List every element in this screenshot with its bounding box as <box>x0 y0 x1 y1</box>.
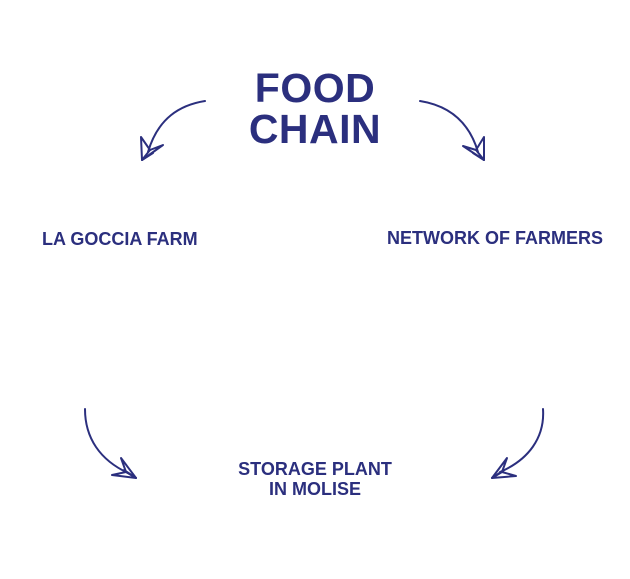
arrow-title-to-left-icon <box>140 100 206 161</box>
title-line-1: FOOD <box>254 65 376 111</box>
arrow-title-to-right-icon <box>419 100 485 161</box>
arrow-left-to-bottom-icon <box>84 408 137 479</box>
node-storage-plant-line-1: STORAGE PLANT <box>238 459 392 479</box>
node-storage-plant-line-2: IN MOLISE <box>268 479 361 499</box>
node-storage-plant: STORAGE PLANT IN MOLISE <box>215 459 415 499</box>
node-network-of-farmers: NETWORK OF FARMERS <box>387 228 603 248</box>
diagram-title: FOOD CHAIN <box>0 68 630 150</box>
node-la-goccia-farm: LA GOCCIA FARM <box>42 229 198 249</box>
arrow-right-to-bottom-icon <box>491 408 545 479</box>
title-line-2: CHAIN <box>248 106 382 152</box>
